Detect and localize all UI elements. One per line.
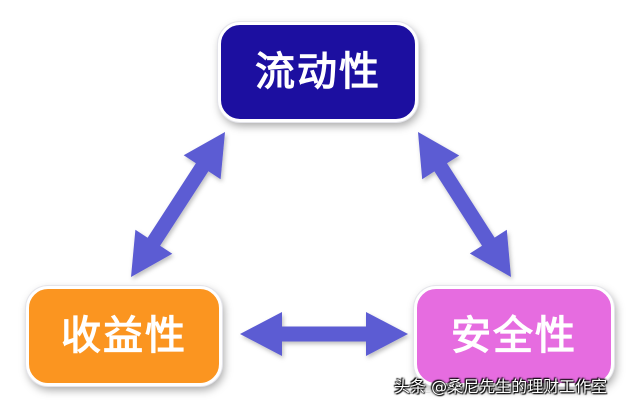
watermark: 全球资产配置管家 [404,382,636,396]
node-safety: 安全性 [414,286,614,386]
arrow-top-left [131,132,225,277]
node-safety-label: 安全性 [451,313,577,359]
wechat-icon [404,384,416,394]
node-liquidity: 流动性 [218,22,418,122]
node-profitability-label: 收益性 [61,313,187,359]
node-profitability: 收益性 [26,286,222,386]
arrow-bottom [240,312,408,356]
credit-text: 头条 @桑尼先生的理财工作室 [394,377,608,396]
node-liquidity-label: 流动性 [255,49,381,95]
watermark-text: 全球资产配置管家 [420,382,508,395]
arrow-top-right [418,132,511,277]
